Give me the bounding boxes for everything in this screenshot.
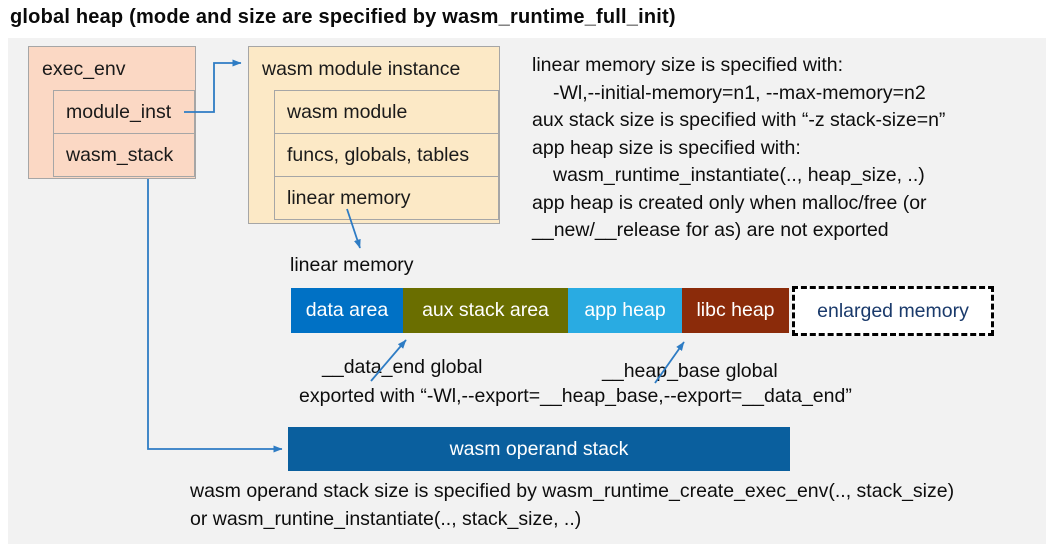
note-line: wasm_runtime_instantiate(.., heap_size, … [553, 164, 925, 186]
data-end-global-label: __data_end global [322, 356, 483, 378]
memory-segment-app-heap: app heap [568, 288, 682, 333]
footer-line: or wasm_runtine_instantiate(.., stack_si… [190, 508, 582, 530]
exec-env-row-module-inst: module_inst [53, 90, 195, 134]
linear-memory-bar: data area aux stack area app heap libc h… [291, 288, 789, 333]
note-line: aux stack size is specified with “-z sta… [532, 109, 946, 131]
wasm-operand-stack-bar: wasm operand stack [288, 427, 790, 471]
exec-env-box: exec_env module_inst wasm_stack [28, 46, 196, 179]
notes-block: linear memory size is specified with: -W… [532, 52, 945, 245]
diagram-title: global heap (mode and size are specified… [10, 6, 676, 28]
exported-with-label: exported with “-Wl,--export=__heap_base,… [299, 385, 852, 407]
linear-memory-label: linear memory [290, 254, 414, 276]
exec-env-row-wasm-stack: wasm_stack [53, 133, 195, 177]
memory-segment-libc-heap: libc heap [682, 288, 789, 333]
memory-segment-enlarged-memory: enlarged memory [792, 286, 994, 336]
module-instance-row-linear-memory: linear memory [274, 176, 499, 220]
heap-base-global-label: __heap_base global [602, 360, 778, 382]
note-line: app heap is created only when malloc/fre… [532, 191, 927, 214]
memory-segment-data-area: data area [291, 288, 403, 333]
memory-segment-aux-stack-area: aux stack area [403, 288, 568, 333]
note-line: -Wl,--initial-memory=n1, --max-memory=n2 [553, 81, 926, 104]
footer-line: wasm operand stack size is specified by … [190, 480, 955, 502]
module-instance-row-funcs-globals-tables: funcs, globals, tables [274, 133, 499, 177]
module-instance-header: wasm module instance [262, 57, 461, 80]
exec-env-header: exec_env [42, 57, 126, 80]
footer-block: wasm operand stack size is specified by … [190, 477, 954, 533]
note-line: linear memory size is specified with: [532, 54, 844, 76]
note-line: __new/__release for as) are not exported [532, 219, 889, 241]
module-instance-row-wasm-module: wasm module [274, 90, 499, 134]
module-instance-box: wasm module instance wasm module funcs, … [248, 46, 500, 224]
note-line: app heap size is specified with: [532, 136, 801, 159]
